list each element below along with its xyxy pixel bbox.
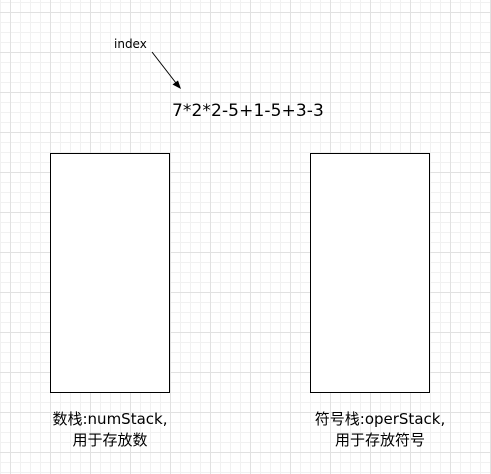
num-stack-caption-line2: 用于存放数 bbox=[72, 431, 148, 449]
num-stack-box bbox=[50, 153, 170, 393]
num-stack-caption-line1: 数栈:numStack, bbox=[52, 410, 168, 428]
oper-stack-caption: 符号栈:operStack, 用于存放符号 bbox=[290, 409, 470, 451]
index-label: index bbox=[114, 37, 147, 51]
oper-stack-caption-line2: 用于存放符号 bbox=[334, 431, 425, 449]
num-stack-caption: 数栈:numStack, 用于存放数 bbox=[30, 409, 190, 451]
oper-stack-box bbox=[310, 153, 430, 393]
expression-text: 7*2*2-5+1-5+3-3 bbox=[172, 101, 324, 121]
oper-stack-caption-line1: 符号栈:operStack, bbox=[314, 410, 446, 428]
